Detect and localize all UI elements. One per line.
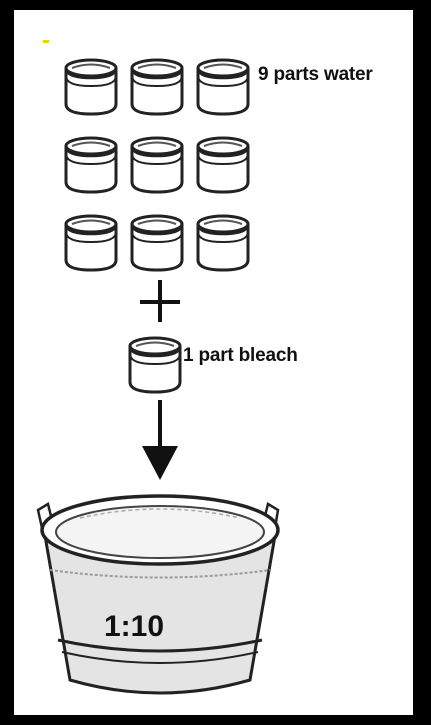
water-cup-icon <box>64 136 118 194</box>
plus-icon <box>140 280 180 322</box>
water-cup-icon <box>196 58 250 116</box>
bucket-icon <box>36 494 280 695</box>
arrow-down-icon <box>142 400 178 480</box>
water-cup-icon <box>130 214 184 272</box>
water-cup-icon <box>64 58 118 116</box>
bleach-cup-glyph <box>128 336 182 394</box>
bleach-cup-icon <box>128 336 182 394</box>
water-cup-icon <box>196 214 250 272</box>
water-cup-icon <box>130 58 184 116</box>
ratio-label: 1:10 <box>104 610 165 643</box>
water-cup-icon <box>196 136 250 194</box>
water-parts-label: 9 parts water <box>258 64 373 85</box>
water-cup-icon <box>64 214 118 272</box>
water-cups-grid <box>64 58 250 272</box>
bleach-part-label: 1 part bleach <box>183 345 298 366</box>
yellow-speck <box>43 40 49 43</box>
water-cup-icon <box>130 136 184 194</box>
